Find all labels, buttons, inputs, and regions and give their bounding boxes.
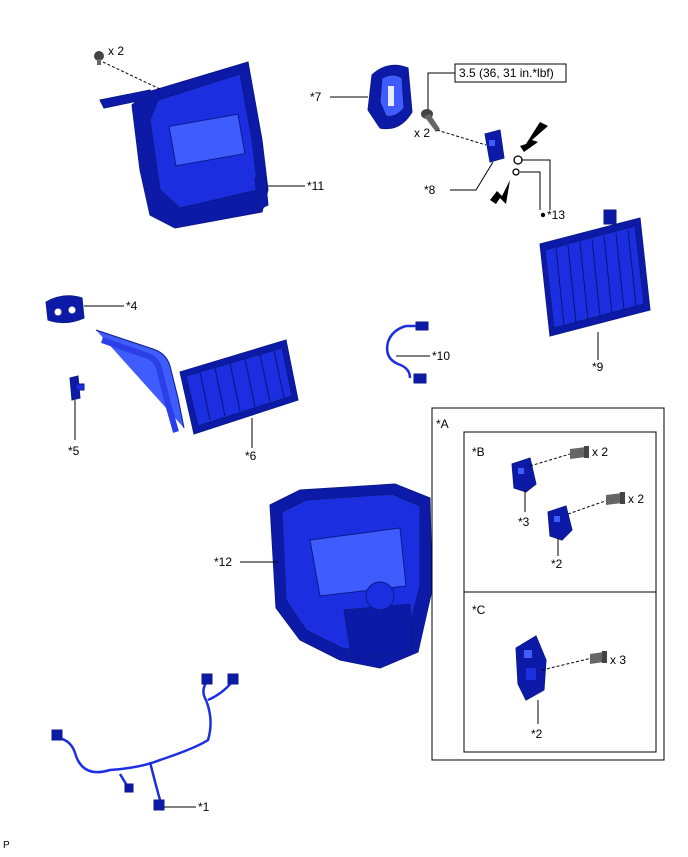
part-4-grommet bbox=[45, 295, 85, 324]
label-part-1: *1 bbox=[198, 800, 210, 814]
arrow-icon-upper bbox=[520, 122, 548, 152]
part-2-actuator-b bbox=[547, 505, 573, 541]
torque-spec: 3.5 (36, 31 in.*lbf) bbox=[459, 66, 554, 80]
screw-icon bbox=[94, 51, 104, 65]
label-part-3: *3 bbox=[518, 515, 530, 529]
part-8-expansion-valve bbox=[484, 129, 505, 163]
bolt-qty-valve: x 2 bbox=[414, 126, 430, 140]
label-part-11: *11 bbox=[307, 179, 324, 193]
label-part-9: *9 bbox=[592, 360, 604, 374]
part-12-blower-unit bbox=[269, 483, 433, 669]
footer-code: P bbox=[3, 840, 10, 851]
arrow-icon-lower bbox=[490, 180, 510, 204]
screw-icon bbox=[570, 446, 589, 459]
group-a-box bbox=[431, 407, 665, 761]
screw-qty-top: x 2 bbox=[108, 44, 124, 58]
label-part-6: *6 bbox=[245, 449, 257, 463]
group-c-box bbox=[463, 591, 657, 753]
o-ring-lower bbox=[512, 168, 520, 176]
group-b-label: *B bbox=[472, 445, 485, 459]
group-a-label: *A bbox=[436, 417, 449, 431]
label-part-13: *13 bbox=[547, 208, 565, 222]
label-part-8: *8 bbox=[424, 183, 436, 197]
label-part-7: *7 bbox=[310, 90, 322, 104]
label-part-2-c: *2 bbox=[531, 727, 543, 741]
screw-qty-b1: x 2 bbox=[592, 445, 608, 459]
screw-qty-c: x 3 bbox=[610, 653, 626, 667]
label-part-2-b: *2 bbox=[551, 557, 563, 571]
screw-icon bbox=[606, 492, 625, 505]
label-part-10: *10 bbox=[432, 349, 450, 363]
part-6-heater-core bbox=[95, 329, 299, 435]
o-ring-upper bbox=[513, 155, 523, 165]
part-9-evaporator bbox=[539, 209, 651, 337]
part-11-housing bbox=[99, 61, 269, 229]
part-2-actuator-c bbox=[515, 635, 547, 701]
label-part-5: *5 bbox=[68, 444, 80, 458]
screw-qty-b2: x 2 bbox=[628, 492, 644, 506]
part-10-wire bbox=[385, 321, 429, 384]
label-part-4: *4 bbox=[126, 299, 138, 313]
bolt-icon bbox=[421, 109, 440, 132]
part-1-harness bbox=[51, 673, 239, 811]
part-3-actuator bbox=[511, 457, 537, 493]
part-5-clip bbox=[69, 375, 85, 401]
label-part-12: *12 bbox=[214, 555, 232, 569]
screw-icon bbox=[590, 651, 607, 664]
group-c-label: *C bbox=[472, 603, 486, 617]
part-7-seal bbox=[367, 64, 413, 130]
